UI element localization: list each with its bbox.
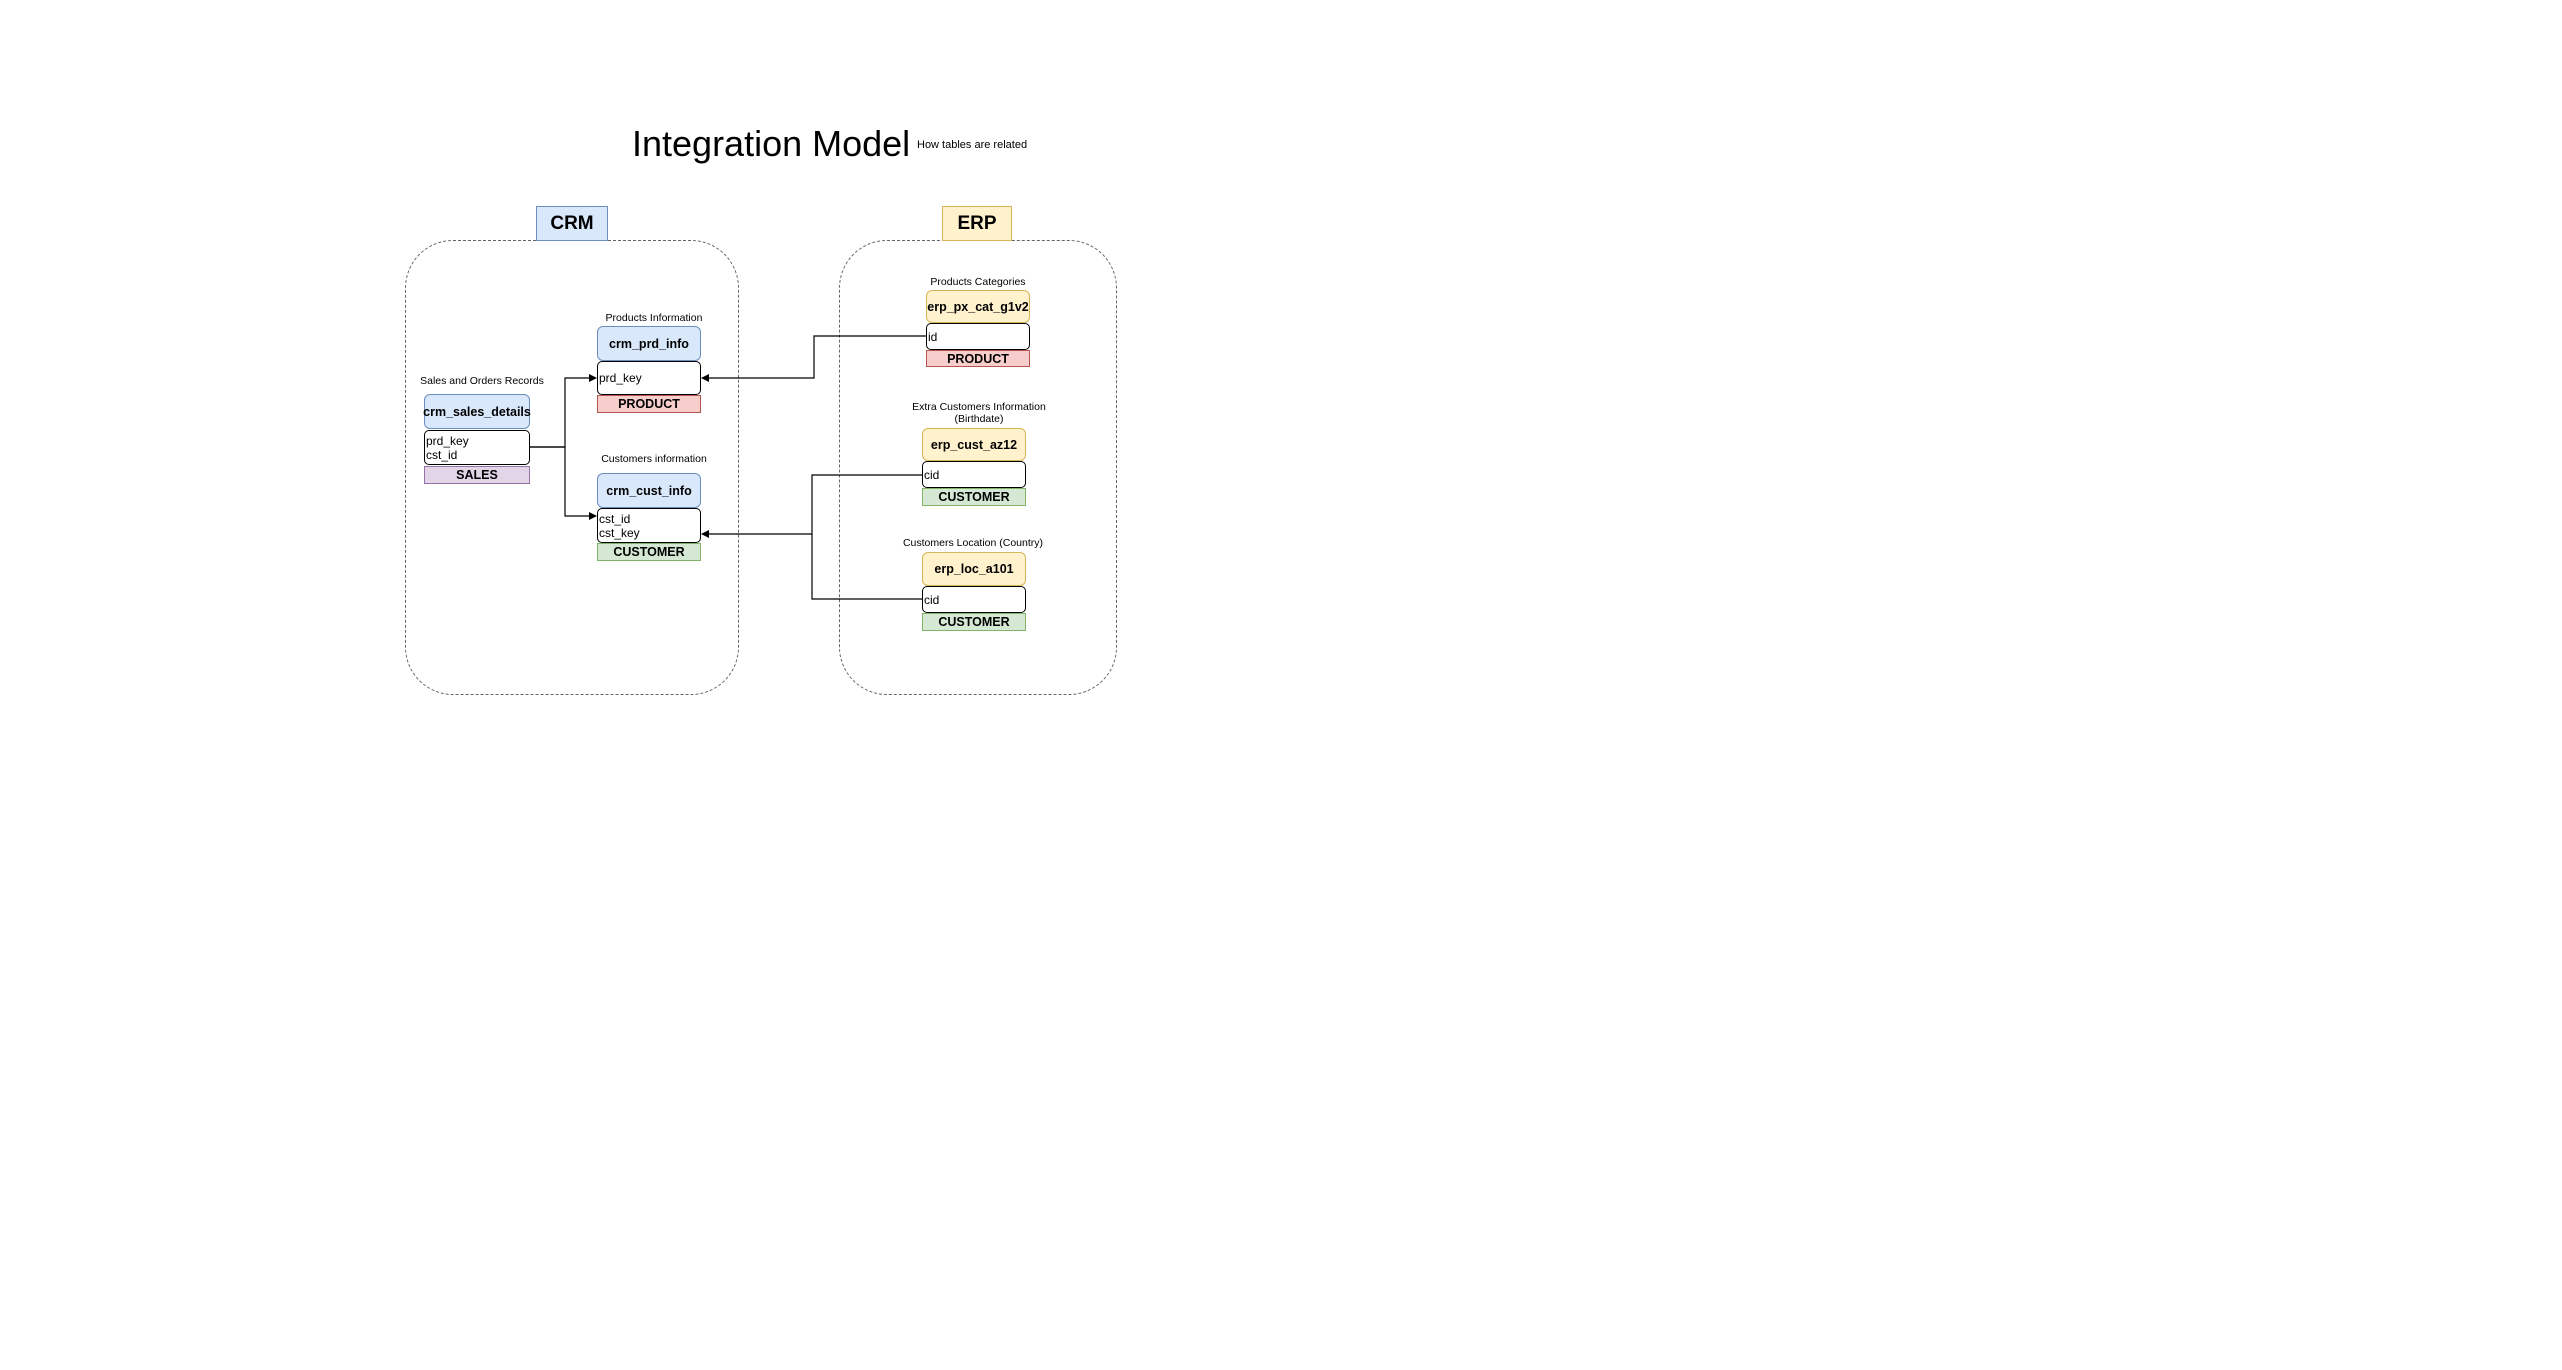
erp-loc-a101-header[interactable]: erp_loc_a101 <box>922 552 1026 586</box>
crm-prd-info-fields[interactable]: prd_key <box>597 361 701 395</box>
crm-prd-info-header[interactable]: crm_prd_info <box>597 326 701 361</box>
erp-product-tag: PRODUCT <box>926 350 1030 367</box>
crm-cust-info-fields[interactable]: cst_id cst_key <box>597 508 701 543</box>
erp-cust-customer-tag: CUSTOMER <box>922 488 1026 506</box>
erp-cust-az12-header[interactable]: erp_cust_az12 <box>922 428 1026 461</box>
field-cst-key: cst_key <box>599 525 640 540</box>
crm-sales-details-header[interactable]: crm_sales_details <box>423 394 531 429</box>
field-prd-key: prd_key <box>599 371 642 385</box>
extra-customers-caption: Extra Customers Information (Birthdate) <box>904 401 1054 425</box>
page-subtitle: How tables are related <box>917 139 1028 151</box>
customers-location-caption: Customers Location (Country) <box>902 537 1044 549</box>
field-id: id <box>928 329 938 344</box>
crm-cust-info-header[interactable]: crm_cust_info <box>597 473 701 508</box>
crm-sales-details-fields[interactable]: prd_key cst_id <box>424 430 530 465</box>
erp-zone-label[interactable]: ERP <box>942 206 1012 241</box>
sales-tag: SALES <box>424 466 530 484</box>
extra-customers-caption-line1: Extra Customers Information <box>912 401 1046 413</box>
erp-px-cat-header[interactable]: erp_px_cat_g1v2 <box>926 290 1030 323</box>
crm-product-tag: PRODUCT <box>597 395 701 413</box>
field-prd-key: prd_key <box>426 433 469 448</box>
field-cst-id: cst_id <box>426 447 458 462</box>
products-categories-caption: Products Categories <box>930 276 1026 288</box>
crm-customer-tag: CUSTOMER <box>597 543 701 561</box>
field-cst-id: cst_id <box>599 511 631 526</box>
field-cid: cid <box>924 467 940 482</box>
erp-px-cat-fields[interactable]: id <box>926 323 1030 350</box>
products-info-caption: Products Information <box>605 312 703 324</box>
crm-zone-label[interactable]: CRM <box>536 206 608 241</box>
erp-loc-a101-fields[interactable]: cid <box>922 586 1026 613</box>
customers-info-caption: Customers information <box>601 453 707 465</box>
extra-customers-caption-line2: (Birthdate) <box>954 413 1004 425</box>
erp-cust-az12-fields[interactable]: cid <box>922 461 1026 488</box>
erp-loc-customer-tag: CUSTOMER <box>922 613 1026 631</box>
field-cid: cid <box>924 592 940 607</box>
sales-caption: Sales and Orders Records <box>420 375 544 387</box>
page-title: Integration Model <box>632 123 911 164</box>
